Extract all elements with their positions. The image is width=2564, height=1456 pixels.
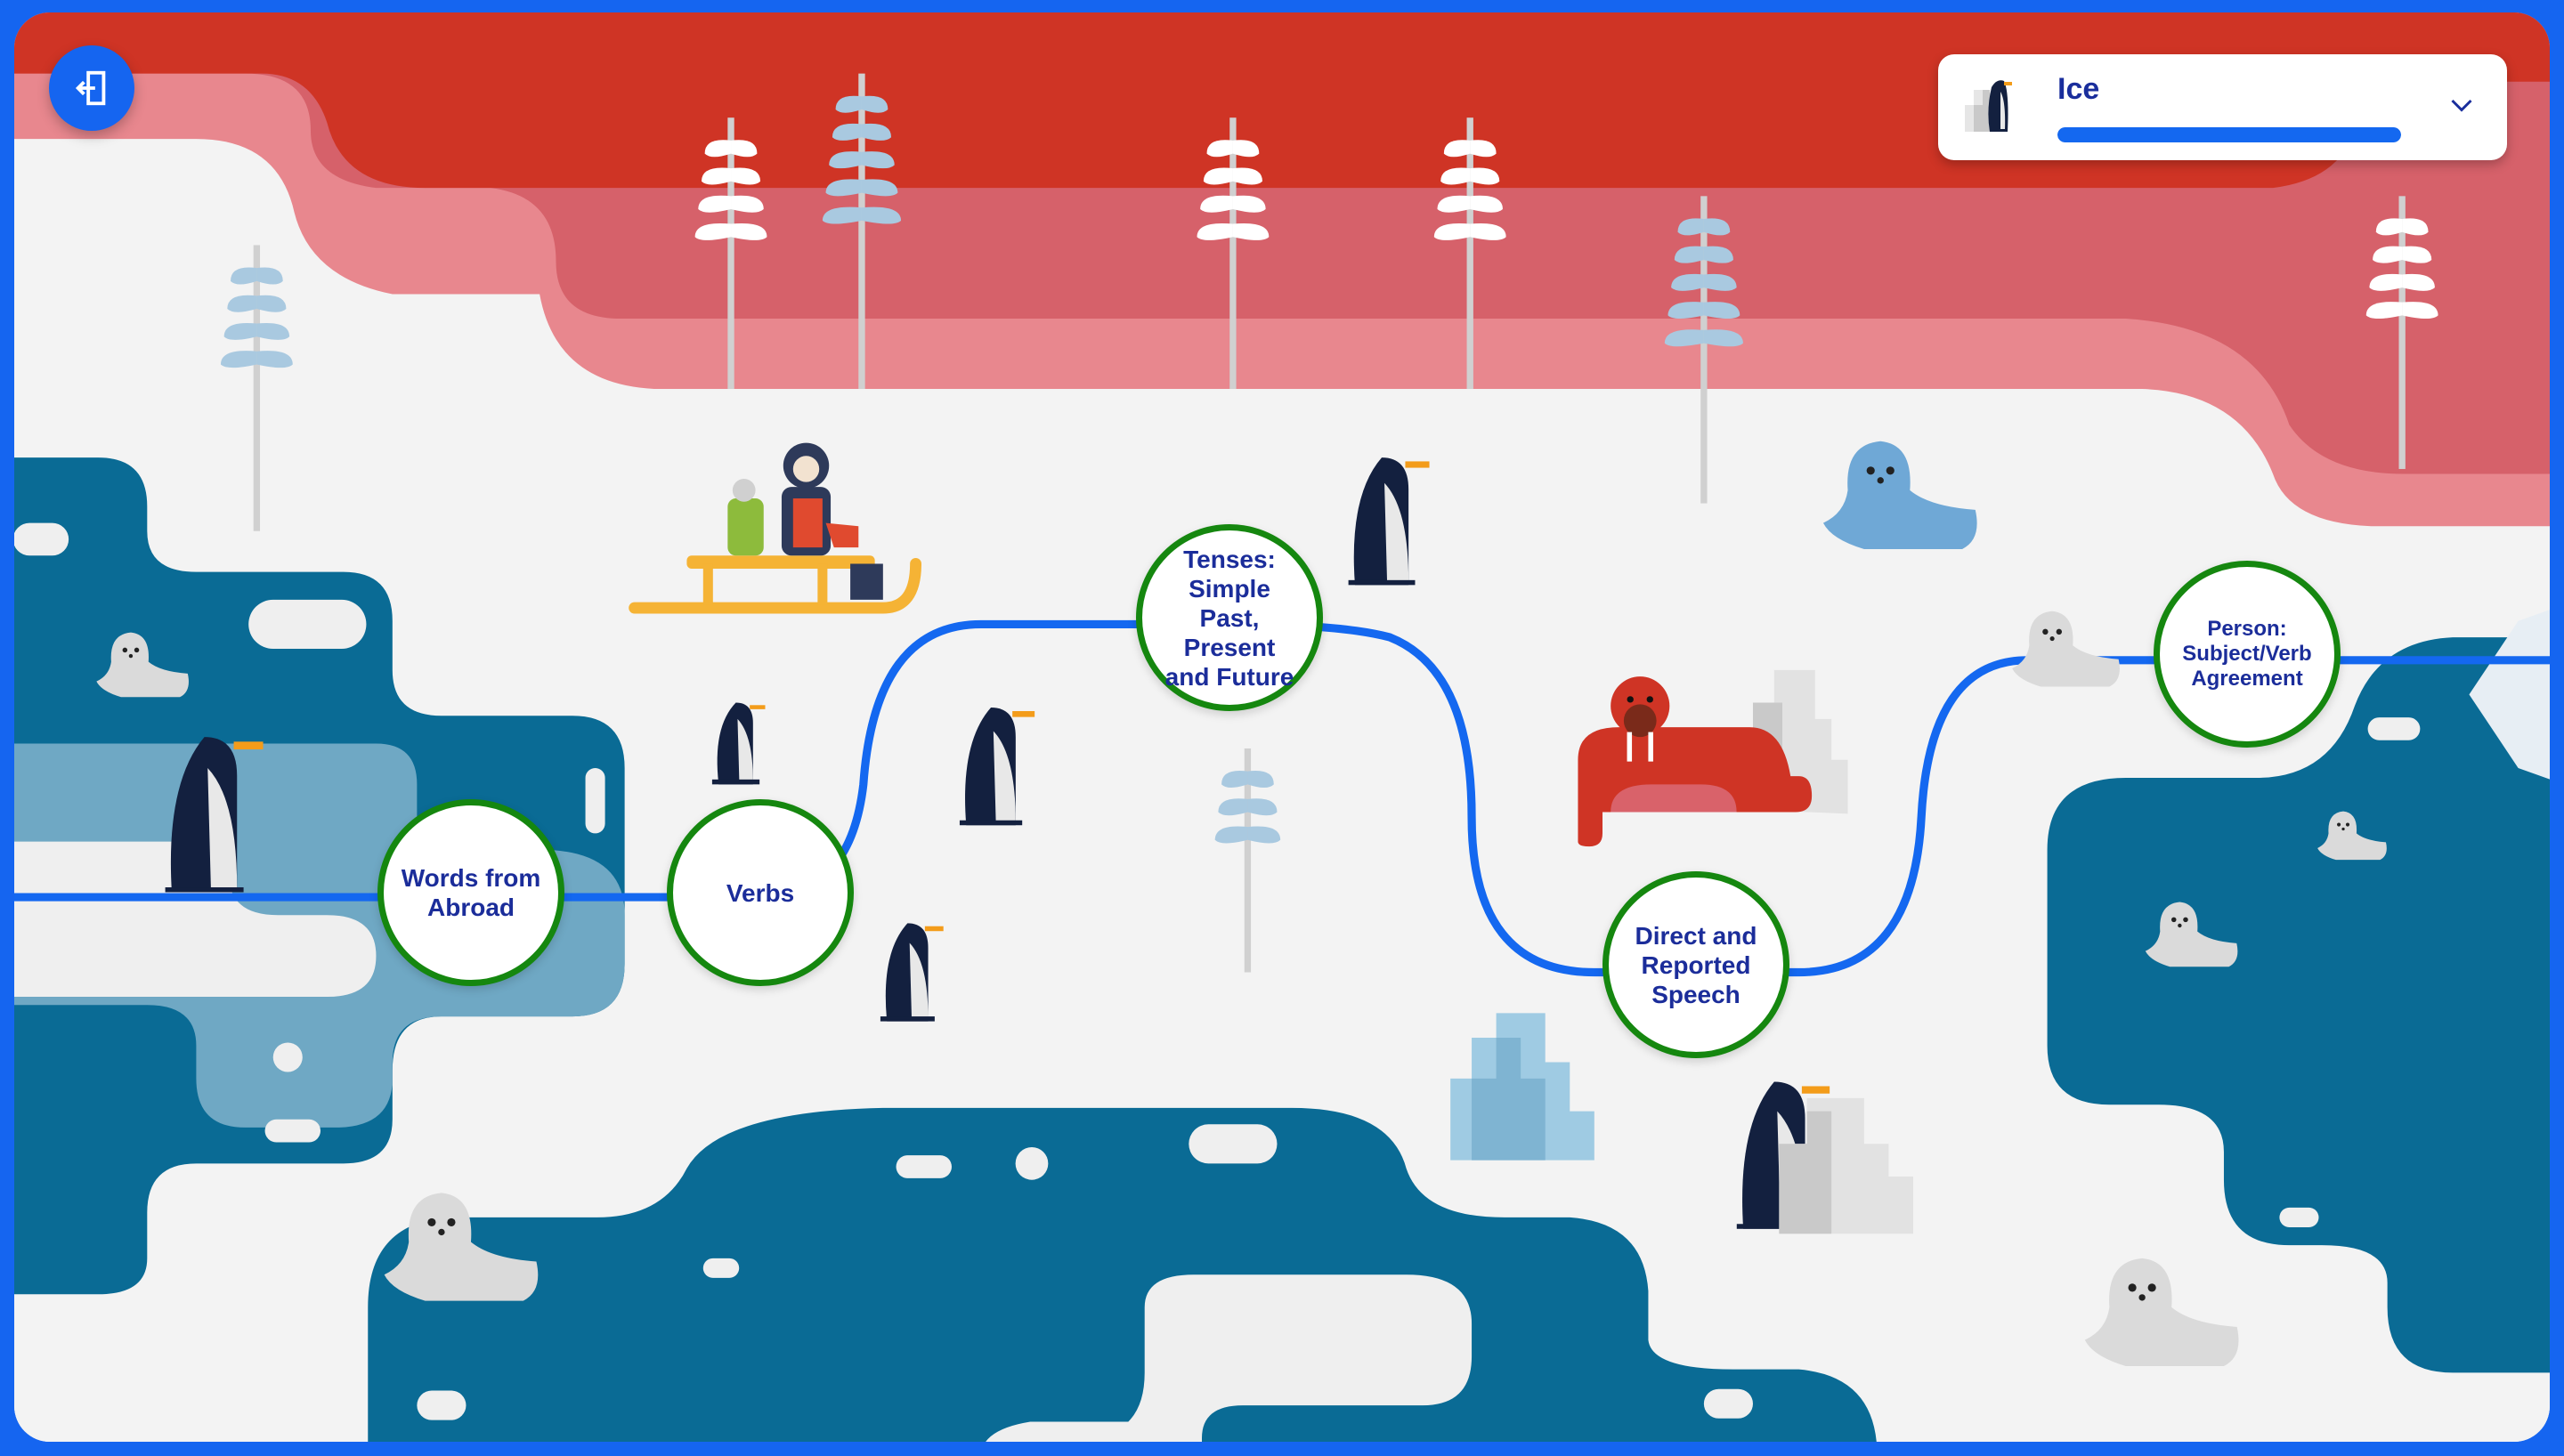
ice-floe (248, 599, 367, 649)
ice-floe (2279, 1207, 2319, 1227)
chevron-down-icon (2451, 99, 2472, 112)
lesson-label: Tenses: Simple Past, Present and Future (1164, 545, 1294, 691)
ice-floe (272, 1042, 303, 1072)
exit-door-icon (75, 70, 106, 106)
lesson-node-verbs[interactable]: Verbs (667, 799, 854, 986)
ice-floe (585, 767, 605, 834)
ice-floe (896, 1155, 952, 1178)
seal (2145, 902, 2238, 967)
tree (2365, 196, 2438, 469)
tree (1433, 117, 1506, 390)
map-frame: Words from Abroad Verbs Tenses: Simple P… (14, 12, 2550, 1442)
tree (694, 117, 767, 390)
seal (2084, 1258, 2239, 1367)
iceberg (2469, 610, 2550, 780)
lesson-node-direct-reported-speech[interactable]: Direct and Reported Speech (1602, 871, 1789, 1058)
tree (220, 245, 293, 531)
level-progress-bar (2057, 127, 2401, 142)
water-right (2047, 637, 2550, 1373)
exit-button[interactable] (49, 45, 134, 131)
lesson-label: Direct and Reported Speech (1635, 921, 1757, 1008)
lesson-node-words-from-abroad[interactable]: Words from Abroad (377, 799, 564, 986)
ice-world-map (14, 12, 2550, 1442)
penguin-on-ice-icon (1965, 80, 2012, 132)
water-bottom (368, 1107, 1877, 1442)
level-picker-dropdown[interactable]: Ice (1938, 54, 2507, 160)
seal (2012, 611, 2120, 687)
level-title: Ice (2057, 72, 2100, 106)
lesson-label: Person: Subject/Verb Agreement (2182, 617, 2312, 691)
tree (822, 73, 902, 390)
snow-ground (14, 139, 2550, 1442)
sled-with-explorers (629, 442, 921, 614)
ice-floe (702, 1258, 740, 1278)
ice-block (1450, 1013, 1594, 1161)
ice-floe (417, 1390, 467, 1420)
walrus (1578, 676, 1813, 847)
ice-floe (1015, 1146, 1049, 1180)
ice-floe (14, 841, 377, 998)
penguin (1348, 457, 1430, 586)
sky-red (14, 12, 2550, 189)
tree (1214, 748, 1281, 973)
penguin (165, 737, 264, 893)
penguin (880, 923, 944, 1022)
ice-floe (1189, 1124, 1278, 1164)
ice-floe (14, 522, 69, 556)
ice-floe (986, 1274, 1473, 1442)
lesson-label: Words from Abroad (401, 864, 541, 921)
ice-floe (1703, 1388, 1753, 1419)
level-progress-fill (2057, 127, 2401, 142)
seal (96, 632, 189, 698)
ice-block (1779, 1097, 1913, 1234)
trees (220, 73, 2438, 973)
lesson-label: Verbs (726, 878, 795, 907)
seal (384, 1193, 539, 1301)
lesson-path (14, 619, 2550, 977)
ice-floe (2367, 717, 2421, 740)
penguin (711, 702, 766, 785)
seal (1822, 441, 1977, 549)
seal (2317, 811, 2387, 861)
tree (1197, 117, 1270, 390)
penguin (959, 708, 1035, 826)
lesson-node-tenses[interactable]: Tenses: Simple Past, Present and Future (1136, 524, 1323, 711)
tree (1664, 196, 1743, 504)
seals (96, 441, 2387, 1367)
ice-floe (264, 1119, 320, 1143)
lesson-node-person-subject-verb[interactable]: Person: Subject/Verb Agreement (2154, 561, 2341, 748)
